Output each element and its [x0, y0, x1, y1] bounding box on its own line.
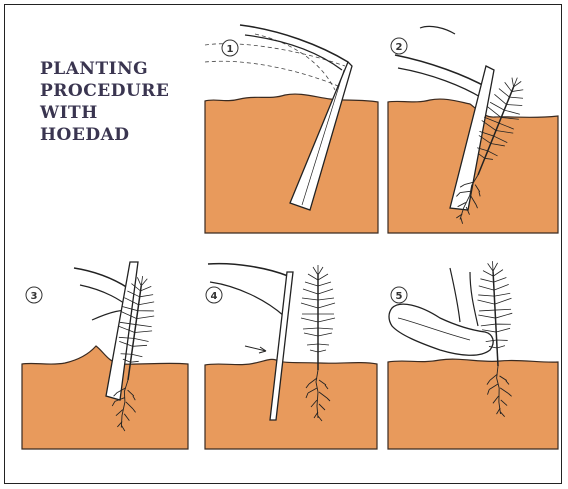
step-number-1: 1 [227, 44, 234, 55]
soil-3 [22, 346, 188, 449]
panel-step-2: 2 [388, 26, 558, 233]
panel-step-3: 3 [22, 262, 188, 449]
panel-step-1: 1 [205, 25, 378, 233]
step-number-4: 4 [211, 291, 218, 302]
soil-5 [388, 359, 558, 449]
step-number-3: 3 [31, 291, 38, 302]
boot-icon [389, 304, 493, 355]
panel-step-4: 4 [205, 264, 377, 449]
soil-1 [205, 94, 378, 233]
panel-step-5: 5 [388, 260, 558, 449]
step-number-2: 2 [396, 42, 403, 53]
soil-4 [205, 359, 377, 449]
step-number-5: 5 [396, 291, 403, 302]
